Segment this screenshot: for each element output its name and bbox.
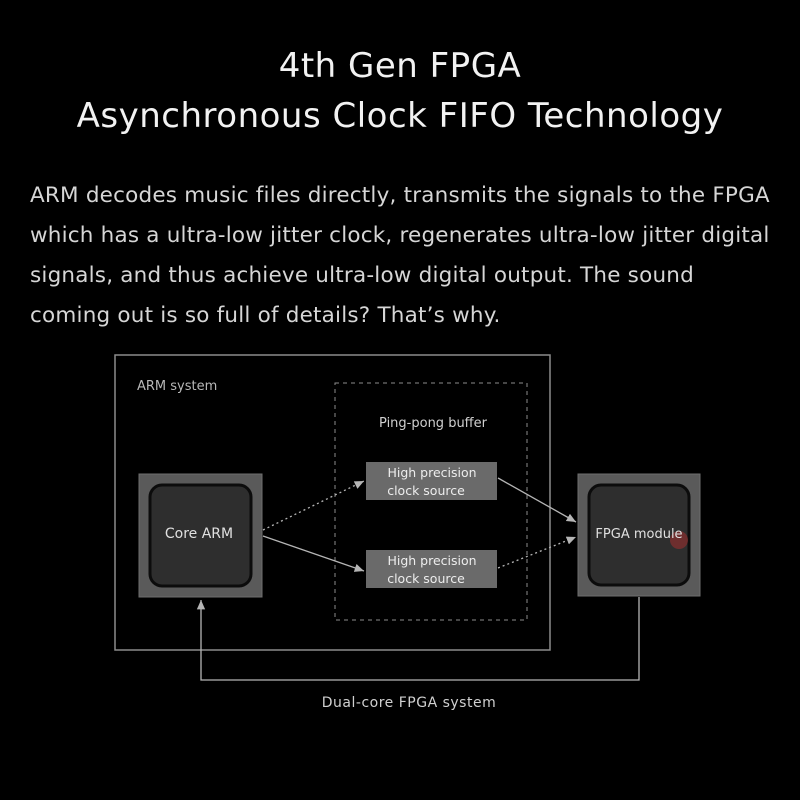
ping-pong-buffer-label: Ping-pong buffer bbox=[379, 416, 488, 431]
feedback-loop-fpga-to-arm bbox=[196, 597, 640, 681]
arrow-clock-top-to-fpga bbox=[497, 477, 577, 523]
arrow-arm-to-clock-bottom bbox=[262, 535, 365, 572]
ping-pong-buffer-frame bbox=[334, 382, 528, 621]
arrow-arm-to-clock-top bbox=[262, 480, 365, 531]
fpga-module-chip: FPGA module bbox=[577, 473, 701, 597]
clock-source-bottom: High precision clock source bbox=[366, 550, 497, 588]
page-title-line-2: Asynchronous Clock FIFO Technology bbox=[76, 96, 724, 136]
page-title-line-1: 4th Gen FPGA bbox=[278, 46, 522, 86]
dual-core-system-caption: Dual-core FPGA system bbox=[322, 695, 496, 711]
core-arm-label: Core ARM bbox=[165, 526, 233, 542]
clock-bottom-line1: High precision bbox=[387, 553, 476, 568]
clock-source-top: High precision clock source bbox=[366, 462, 497, 500]
clock-bottom-line2: clock source bbox=[387, 571, 465, 586]
arrow-clock-bottom-to-fpga bbox=[497, 536, 577, 569]
arm-system-label: ARM system bbox=[137, 379, 217, 394]
arm-system-frame bbox=[114, 354, 551, 651]
clock-top-line1: High precision bbox=[387, 465, 476, 480]
core-arm-chip: Core ARM bbox=[138, 473, 263, 598]
fpga-module-label: FPGA module bbox=[595, 527, 682, 542]
clock-top-line2: clock source bbox=[387, 483, 465, 498]
fpga-indicator-dot bbox=[670, 531, 688, 549]
intro-paragraph: ARM decodes music files directly, transm… bbox=[30, 183, 770, 328]
